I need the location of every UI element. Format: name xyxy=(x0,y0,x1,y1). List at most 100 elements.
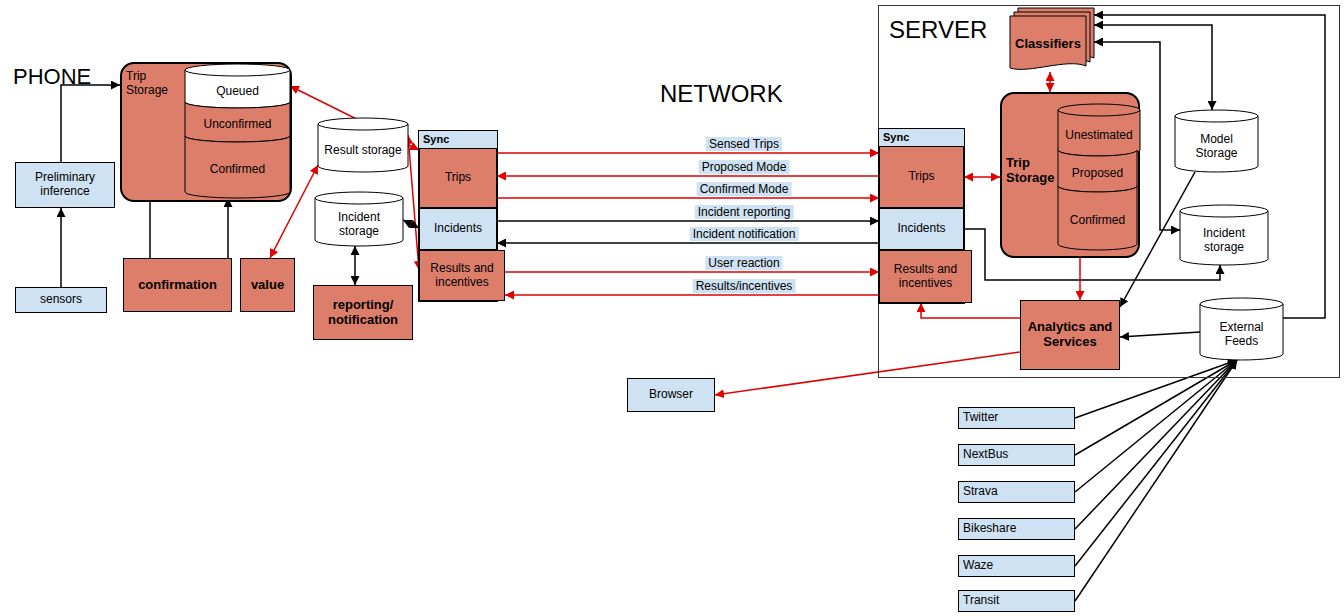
user-link xyxy=(298,342,355,440)
process-box: Transit xyxy=(958,590,1075,612)
connector xyxy=(505,294,879,296)
node-label: Incident storage xyxy=(1183,227,1265,255)
device-panel: PHONE Trip StorageQueuedUnconfirmedConfir… xyxy=(5,60,545,360)
connector xyxy=(497,152,879,154)
connector xyxy=(60,208,62,287)
connector xyxy=(921,303,1020,318)
database-cylinder: Incident storage xyxy=(315,192,403,246)
node-label: Results and incentives xyxy=(423,262,501,290)
node-label: Incidents xyxy=(897,222,945,236)
node-label: Model Storage xyxy=(1178,133,1255,161)
process-box: NextBus xyxy=(958,444,1075,466)
process-box: sensors xyxy=(15,287,107,313)
cylinder-rim xyxy=(1175,116,1258,122)
node-label: Trip Storage xyxy=(126,70,184,98)
node-label: value xyxy=(251,278,284,293)
sync-module: SyncTripsIncidentsResults and incentives xyxy=(418,130,498,302)
node-label: Trips xyxy=(908,170,934,184)
process-box: reporting/ notification xyxy=(313,285,413,340)
node-label: Proposed xyxy=(1072,167,1123,181)
node-label: Sync xyxy=(423,133,449,145)
connector xyxy=(505,271,879,273)
process-box: Strava xyxy=(958,481,1075,503)
document-sheet xyxy=(1010,16,1086,69)
node-label: Unestimated xyxy=(1065,129,1132,143)
database-section: Unconfirmed xyxy=(185,102,290,142)
connector xyxy=(497,242,879,244)
database-section: Confirmed xyxy=(185,136,290,198)
server-panel: SERVERClassifiersSyncTripsIncidentsResul… xyxy=(878,5,1340,378)
node-label: Trip Storage xyxy=(1006,156,1060,186)
cylinder-rim xyxy=(315,198,403,204)
database-cylinder: Queued xyxy=(185,64,290,108)
connector xyxy=(227,198,229,258)
cylinder-section xyxy=(1058,150,1137,192)
database-cylinder: Model Storage xyxy=(1175,110,1258,172)
storage-group: Trip Storage UnestimatedProposedConfirmed xyxy=(1000,92,1140,258)
connector xyxy=(1075,360,1237,566)
process-box: value xyxy=(240,258,295,312)
connector xyxy=(1120,332,1200,337)
cylinder-body xyxy=(1180,205,1268,265)
sync-module: SyncTripsIncidentsResults and incentives xyxy=(878,128,965,304)
connector xyxy=(1079,258,1081,300)
process-box: Browser xyxy=(627,378,715,412)
user-link xyxy=(268,314,292,440)
node-label: Analytics and Services xyxy=(1024,320,1116,350)
sensor-input xyxy=(60,315,61,590)
node-label: Incident storage xyxy=(318,211,400,239)
cylinder-rim xyxy=(318,124,408,130)
node-label: confirmation xyxy=(138,278,217,293)
connector xyxy=(497,175,879,177)
connector xyxy=(61,85,120,162)
cylinder-rim xyxy=(1200,304,1283,310)
connector xyxy=(1049,72,1051,92)
cylinder-body xyxy=(315,192,403,246)
node-label: sensors xyxy=(40,293,82,307)
connector xyxy=(497,220,879,222)
process-box: Trips xyxy=(879,146,964,208)
node-label: Waze xyxy=(963,559,993,573)
connector xyxy=(1075,360,1237,529)
user-link xyxy=(252,418,956,560)
connector xyxy=(1075,360,1237,492)
user-link xyxy=(252,529,956,560)
database-cylinder: External Feeds xyxy=(1200,298,1283,360)
node-label: Confirmed xyxy=(210,163,265,177)
node-label: Queued xyxy=(216,85,259,99)
node-label: PHONE xyxy=(13,64,91,89)
node-label: Unconfirmed xyxy=(203,118,271,132)
node-label: External Feeds xyxy=(1203,321,1280,349)
node-label: Browser xyxy=(649,388,693,402)
cylinder-rim xyxy=(185,70,290,76)
connector xyxy=(964,176,1000,178)
node-label: Confirmed xyxy=(1070,214,1125,228)
process-box: Twitter xyxy=(958,407,1075,429)
process-box: Analytics and Services xyxy=(1020,300,1120,370)
database-section: Proposed xyxy=(1058,150,1137,192)
node-label: Transit xyxy=(963,594,999,608)
edge-label: Incident notification xyxy=(690,227,799,241)
process-box: Preliminary inference xyxy=(15,162,115,208)
cylinder-body xyxy=(1200,298,1283,360)
node-label: Twitter xyxy=(963,411,998,425)
process-box: Trips xyxy=(419,148,497,208)
storage-group: Trip StorageQueuedUnconfirmedConfirmed xyxy=(120,62,292,202)
node-label: NETWORK xyxy=(660,80,783,107)
cylinder-body xyxy=(185,64,290,108)
process-box: Incidents xyxy=(419,208,497,250)
node-label: Results and incentives xyxy=(883,263,968,291)
edge-label: Incident reporting xyxy=(695,205,794,219)
database-cylinder: Incident storage xyxy=(1180,205,1268,265)
edge-label: Sensed Trips xyxy=(706,137,782,151)
edge-label: Results/incentives xyxy=(693,279,796,293)
process-box: Incidents xyxy=(879,208,964,250)
cloud-outline xyxy=(614,45,873,354)
database-section: Confirmed xyxy=(1058,186,1137,250)
phone-panel-outline xyxy=(5,60,545,352)
connector xyxy=(354,246,356,285)
node-label: Strava xyxy=(963,485,998,499)
process-box: Bikeshare xyxy=(958,518,1075,540)
cylinder-section xyxy=(1058,186,1137,250)
